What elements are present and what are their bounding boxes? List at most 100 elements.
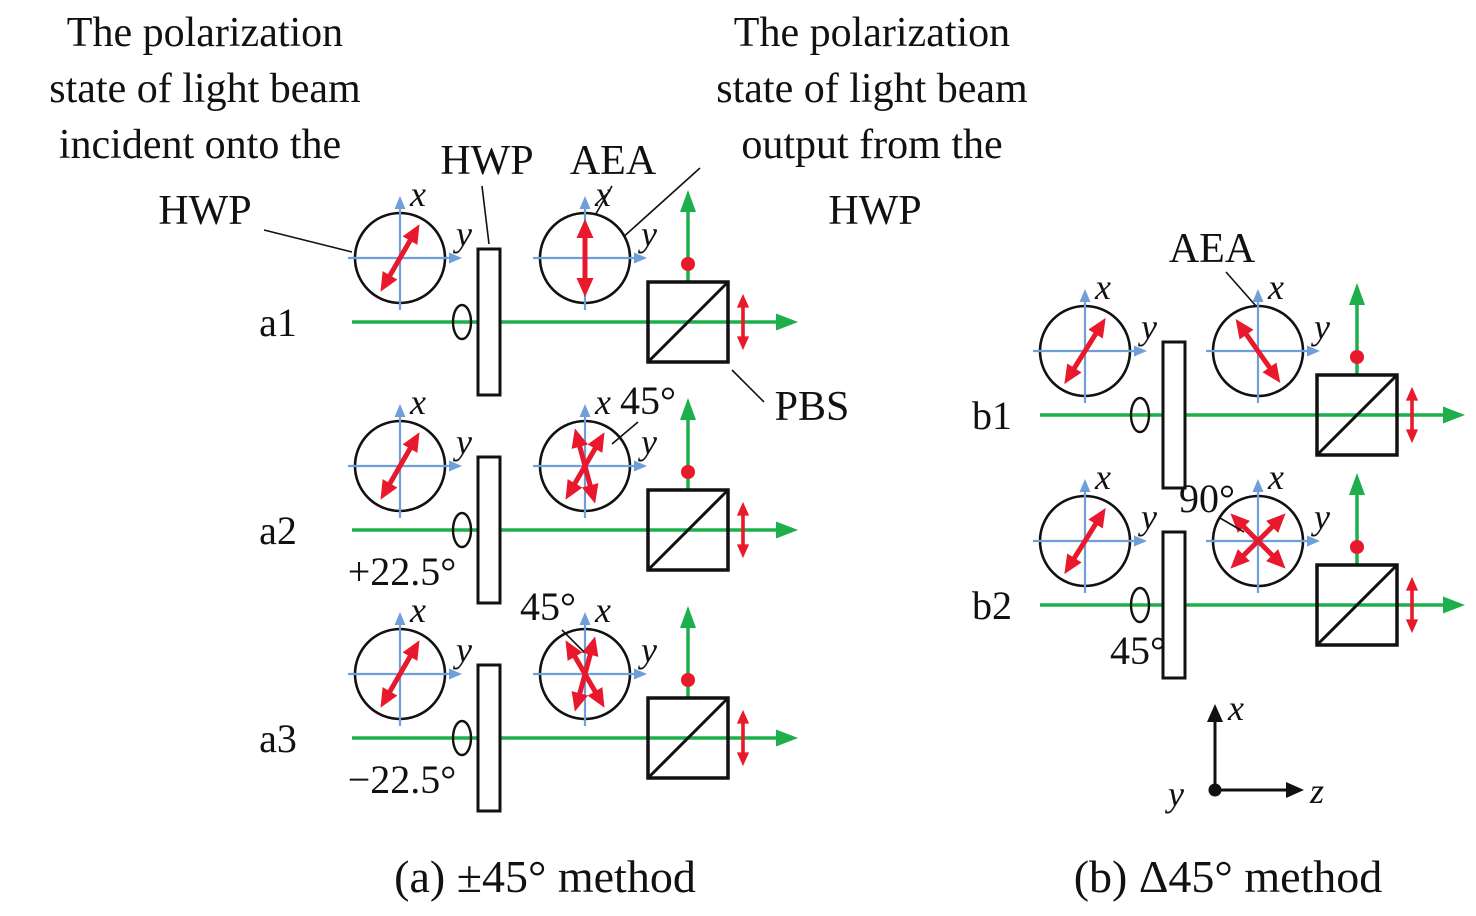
output-annotation: The polarization state of light beam out… — [716, 10, 1028, 234]
pbs-cube-a3 — [648, 606, 749, 778]
pbs-label: PBS — [775, 384, 850, 430]
leader-line-rotation-b2 — [1219, 517, 1245, 533]
pbs-cube-a2 — [648, 398, 749, 570]
hwp-plate — [476, 663, 502, 813]
input-polarization-circle-a2: x y — [346, 382, 472, 520]
output-polarization-circle-b2: x y — [1204, 457, 1330, 595]
rotation-angle-label-a3: 45° — [520, 584, 576, 629]
y-axis-label: y — [1138, 307, 1157, 347]
x-axis-label: x — [594, 590, 611, 630]
rotation-angle-label-b2: 90° — [1179, 476, 1235, 521]
pbs-cube-a1 — [648, 190, 749, 362]
row-b1: b1 x y x y — [972, 267, 1465, 490]
y-axis-label: y — [1311, 307, 1330, 347]
output-polarization-circle-a2: x y — [531, 382, 657, 520]
pbs-cube-b2 — [1317, 473, 1418, 645]
x-axis-label: x — [1227, 688, 1244, 728]
beam-arrowhead-icon — [776, 521, 798, 539]
row-a3: a3 −22.5° x y x y 45° — [259, 584, 798, 813]
output-text-line3: output from the — [741, 122, 1002, 168]
pbs-cube-b1 — [1317, 283, 1418, 455]
y-axis-label: y — [1138, 497, 1157, 537]
incident-text-line2: state of light beam — [49, 66, 361, 112]
output-polarization-circle-a3: x y — [531, 590, 657, 728]
hwp-plate — [476, 455, 502, 605]
x-axis-label: x — [1094, 457, 1111, 497]
incident-annotation: The polarization state of light beam inc… — [49, 10, 361, 234]
x-axis-arrowhead-icon — [1207, 704, 1223, 722]
x-axis-label: x — [409, 382, 426, 422]
caption-method-a: (a) ±45° method — [394, 851, 696, 902]
output-polarization-circle-b1: x y — [1204, 267, 1330, 405]
input-polarization-circle-b1: x y — [1031, 267, 1157, 405]
polarization-axes — [531, 610, 649, 728]
hwp-angle-label-b2: 45° — [1110, 628, 1166, 673]
input-polarization-circle-a1: x y — [346, 174, 472, 312]
aea-label-b: AEA — [1169, 226, 1256, 272]
hwp-angle-label-a3: −22.5° — [348, 757, 457, 802]
polarization-axes — [1204, 287, 1322, 405]
z-axis-arrowhead-icon — [1286, 782, 1304, 798]
aea-label: AEA — [570, 138, 657, 184]
y-axis-label: y — [1165, 774, 1184, 814]
hwp-plate — [1161, 530, 1187, 680]
row-label-b1: b1 — [972, 393, 1012, 438]
input-polarization-circle-a3: x y — [346, 590, 472, 728]
beam-cross-section-ellipse — [1129, 396, 1151, 434]
x-axis-label: x — [409, 590, 426, 630]
x-axis-label: x — [1267, 457, 1284, 497]
leader-line-hwp-left — [263, 229, 353, 253]
rotation-angle-label-a2: 45° — [620, 378, 676, 423]
y-axis-label: y — [638, 214, 657, 254]
beam-arrowhead-icon — [776, 313, 798, 331]
leader-line-output-text — [619, 167, 701, 241]
output-polarization-circle-a1: x y — [531, 174, 657, 312]
beam-cross-section-ellipse — [1129, 586, 1151, 624]
row-label-a1: a1 — [259, 300, 297, 345]
x-axis-label: x — [409, 174, 426, 214]
beam-arrowhead-icon — [776, 729, 798, 747]
coordinate-frame: x z y — [1165, 688, 1324, 814]
hwp-angle-label-a2: +22.5° — [348, 549, 457, 594]
incident-text-line3: incident onto the — [59, 122, 341, 168]
row-label-b2: b2 — [972, 583, 1012, 628]
leader-line-rotation-a3 — [561, 629, 585, 653]
y-axis-label: y — [1311, 497, 1330, 537]
beam-arrowhead-icon — [1443, 596, 1465, 614]
y-axis-label: y — [638, 630, 657, 670]
row-label-a3: a3 — [259, 716, 297, 761]
caption-method-b: (b) Δ45° method — [1074, 851, 1383, 902]
hwp-label: HWP — [440, 138, 533, 184]
y-axis-label: y — [453, 630, 472, 670]
x-axis-label: x — [594, 174, 611, 214]
leader-line-rotation-a2 — [611, 421, 639, 445]
y-axis-label: y — [453, 422, 472, 462]
row-a1: a1 x y x y — [259, 174, 798, 397]
row-b2: b2 45° x y x y 90° — [972, 457, 1465, 680]
beam-cross-section-ellipse — [451, 719, 473, 757]
input-polarization-circle-b2: x y — [1031, 457, 1157, 595]
z-axis-label: z — [1309, 771, 1324, 811]
hwp-plate — [476, 247, 502, 397]
row-label-a2: a2 — [259, 508, 297, 553]
output-text-line1: The polarization — [734, 10, 1010, 56]
y-axis-label: y — [453, 214, 472, 254]
row-a2: a2 +22.5° x y x y 45° — [259, 378, 798, 605]
beam-cross-section-ellipse — [451, 303, 473, 341]
x-axis-label: x — [1094, 267, 1111, 307]
x-axis-label: x — [1267, 267, 1284, 307]
y-axis-out-of-plane-dot — [1208, 783, 1222, 797]
leader-line-pbs — [731, 369, 765, 403]
y-axis-label: y — [638, 422, 657, 462]
leader-line-aea-b — [1225, 271, 1257, 307]
incident-text-line4: HWP — [158, 188, 251, 234]
beam-arrowhead-icon — [1443, 406, 1465, 424]
x-axis-label: x — [594, 382, 611, 422]
hwp-plate — [1161, 340, 1187, 490]
output-text-line2: state of light beam — [716, 66, 1028, 112]
beam-cross-section-ellipse — [451, 511, 473, 549]
output-text-line4: HWP — [828, 188, 921, 234]
polarization-axes — [531, 194, 649, 312]
